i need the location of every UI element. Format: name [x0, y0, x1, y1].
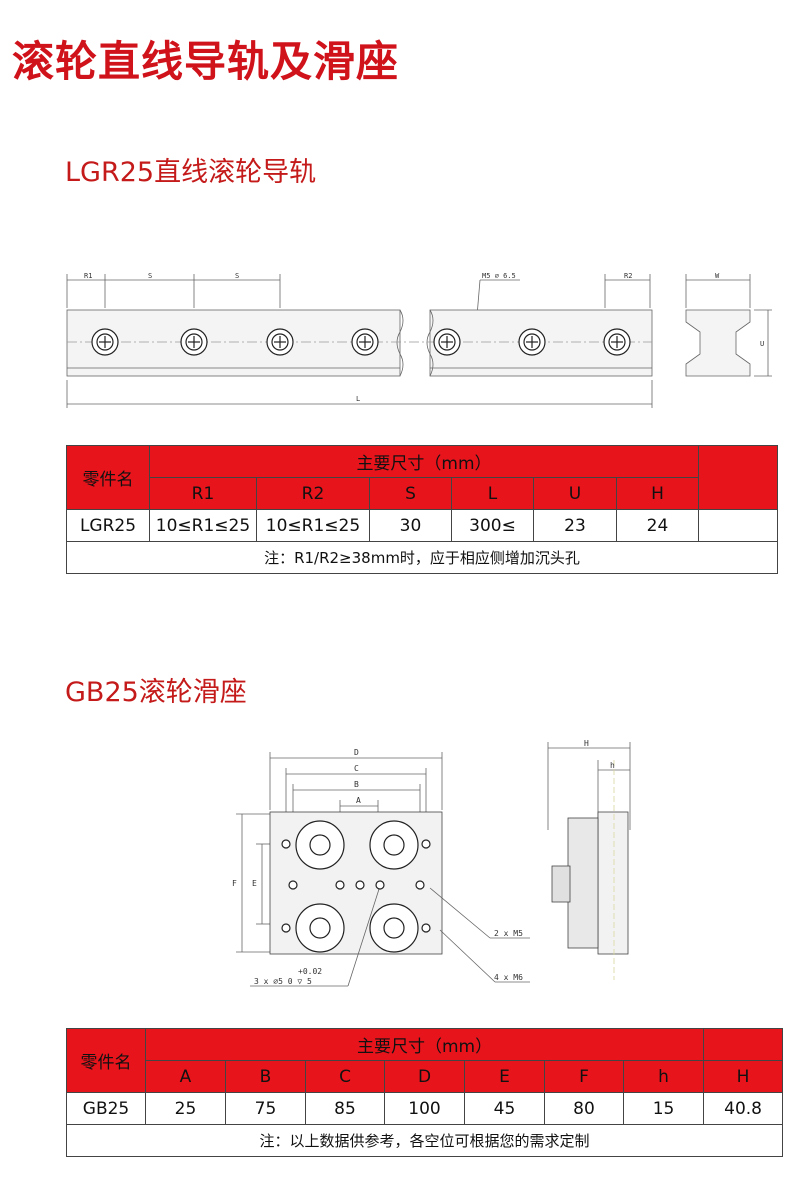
- part-name-header: 零件名: [66, 1028, 146, 1093]
- label-s1: S: [148, 272, 152, 280]
- label-a: A: [356, 796, 361, 805]
- label-h-big: H: [584, 740, 589, 748]
- table-cell: 80: [544, 1092, 624, 1125]
- label-e: E: [252, 879, 257, 888]
- col-header: D: [384, 1060, 465, 1093]
- col-header: F: [544, 1060, 624, 1093]
- label-r1: R1: [84, 272, 92, 280]
- label-s2: S: [235, 272, 239, 280]
- page-title: 滚轮直线导轨及滑座: [12, 37, 400, 86]
- table-note: 注：R1/R2≥38mm时，应于相应侧增加沉头孔: [66, 541, 778, 574]
- section-title-carriage: GB25滚轮滑座: [65, 677, 247, 708]
- label-hole: M5 ⌀ 6.5: [482, 272, 516, 280]
- col-header: A: [145, 1060, 226, 1093]
- part-name-header: 零件名: [66, 445, 150, 510]
- table-cell: 23: [533, 509, 617, 542]
- label-l: L: [356, 395, 360, 403]
- table-row: GB25 25 75 85 100 45 80 15 40.8: [66, 1092, 784, 1125]
- label-tolerance: +0.02: [298, 967, 322, 976]
- label-r2: R2: [624, 272, 632, 280]
- label-holes: 3 x ⌀5 0 ▽ 5: [254, 977, 312, 986]
- table-cell: 25: [145, 1092, 226, 1125]
- col-header: L: [451, 477, 534, 510]
- main-size-header: 主要尺寸（mm）: [144, 1028, 705, 1061]
- col-header: B: [225, 1060, 306, 1093]
- carriage-spec-table: 零件名 主要尺寸（mm） A B C D E F h H GB25 25 75 …: [65, 1028, 784, 1157]
- label-u: U: [760, 340, 764, 348]
- rail-spec-table: 零件名 主要尺寸（mm） R1 R2 S L U H LGR25 10≤R1≤2…: [66, 445, 778, 574]
- table-cell: 300≤: [451, 509, 534, 542]
- rail-drawing: R1 S S M5 ⌀ 6.5 R2 L W U: [66, 272, 772, 408]
- table-cell: 10≤R1≤25: [149, 509, 257, 542]
- label-m5: 2 x M5: [494, 929, 523, 938]
- table-cell: 24: [616, 509, 699, 542]
- table-cell: 40.8: [703, 1092, 784, 1125]
- table-row: LGR25 10≤R1≤25 10≤R1≤25 30 300≤ 23 24: [66, 509, 778, 542]
- section-title-rail: LGR25直线滚轮导轨: [65, 157, 317, 188]
- main-size-header: 主要尺寸（mm）: [149, 445, 699, 478]
- table-cell: 15: [622, 1092, 705, 1125]
- table-cell: 30: [369, 509, 452, 542]
- label-d: D: [354, 748, 359, 757]
- carriage-drawing: D C B A F E H h 2 x M5 4 x M6 +0.02 3 x …: [232, 740, 631, 987]
- table-cell: GB25: [66, 1092, 146, 1125]
- label-c: C: [354, 764, 359, 773]
- label-b: B: [354, 780, 359, 789]
- label-m6: 4 x M6: [494, 973, 523, 982]
- table-cell: 45: [464, 1092, 545, 1125]
- col-header: C: [305, 1060, 385, 1093]
- table-cell: LGR25: [66, 509, 150, 542]
- col-header: H: [703, 1060, 784, 1093]
- table-cell: 10≤R1≤25: [256, 509, 370, 542]
- col-header: H: [616, 477, 699, 510]
- table-cell: 85: [305, 1092, 385, 1125]
- label-h-small: h: [610, 761, 615, 770]
- table-cell: 75: [225, 1092, 306, 1125]
- label-w: W: [715, 272, 720, 280]
- col-header: R2: [256, 477, 370, 510]
- col-header: U: [533, 477, 617, 510]
- label-f: F: [232, 879, 237, 888]
- col-header: h: [622, 1060, 705, 1093]
- col-header: E: [464, 1060, 545, 1093]
- col-header: S: [369, 477, 452, 510]
- table-note: 注：以上数据供参考，各空位可根据您的需求定制: [65, 1124, 784, 1157]
- table-cell: 100: [384, 1092, 465, 1125]
- col-header: R1: [149, 477, 257, 510]
